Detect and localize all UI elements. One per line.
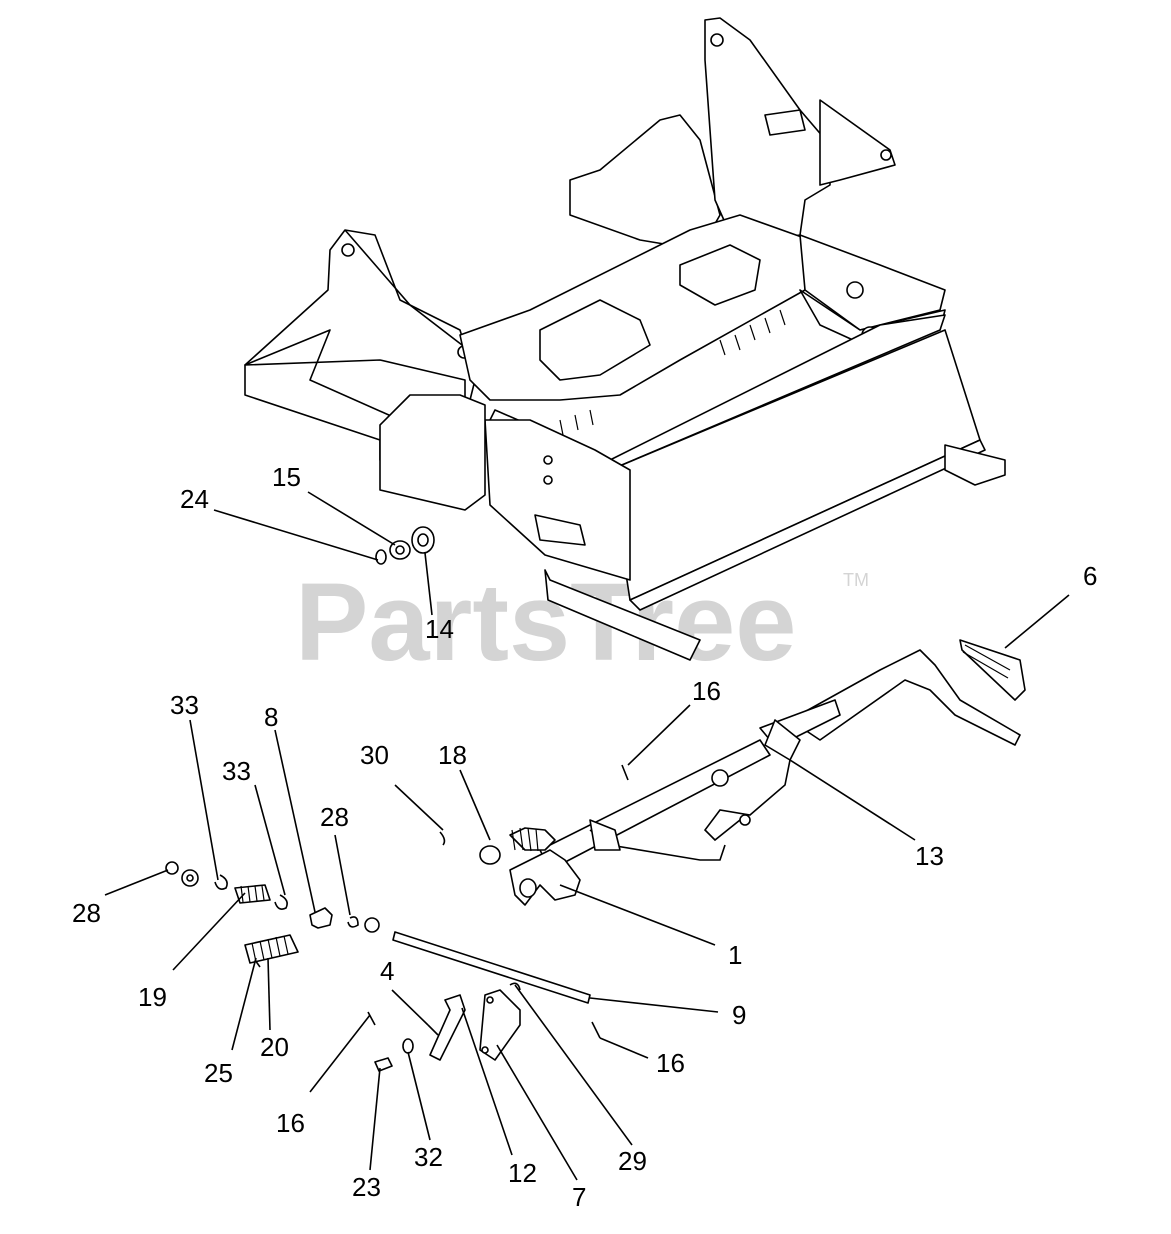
- callout-16-top: 16: [692, 676, 721, 706]
- callout-20: 20: [260, 1032, 289, 1062]
- callout-labels: 24 15 14 6 16 33 8 33 30 18 28 13 28 1 1…: [72, 462, 1097, 1212]
- callout-28-upper: 28: [320, 802, 349, 832]
- small-parts: [165, 764, 629, 1072]
- callout-18: 18: [438, 740, 467, 770]
- callout-33-upper: 33: [170, 690, 199, 720]
- callout-23: 23: [352, 1172, 381, 1202]
- callout-12: 12: [508, 1158, 537, 1188]
- leader-lines: [104, 491, 1070, 1181]
- callout-6: 6: [1083, 561, 1097, 591]
- frame-hardware: [375, 526, 435, 565]
- callout-24: 24: [180, 484, 209, 514]
- callout-15: 15: [272, 462, 301, 492]
- callout-9: 9: [732, 1000, 746, 1030]
- callout-33-lower: 33: [222, 756, 251, 786]
- callout-28-left: 28: [72, 898, 101, 928]
- callout-8: 8: [264, 702, 278, 732]
- frame-assembly: [244, 17, 1006, 661]
- callout-16-left: 16: [276, 1108, 305, 1138]
- callout-4: 4: [380, 956, 394, 986]
- callout-25: 25: [204, 1058, 233, 1088]
- callout-13: 13: [915, 841, 944, 871]
- callout-32: 32: [414, 1142, 443, 1172]
- callout-7: 7: [572, 1182, 586, 1212]
- pedal-shaft-assembly: [479, 639, 1026, 906]
- callout-19: 19: [138, 982, 167, 1012]
- callout-14: 14: [425, 614, 454, 644]
- callout-1: 1: [728, 940, 742, 970]
- watermark-trademark: TM: [843, 570, 869, 590]
- callout-16-right: 16: [656, 1048, 685, 1078]
- callout-30: 30: [360, 740, 389, 770]
- callout-29: 29: [618, 1146, 647, 1176]
